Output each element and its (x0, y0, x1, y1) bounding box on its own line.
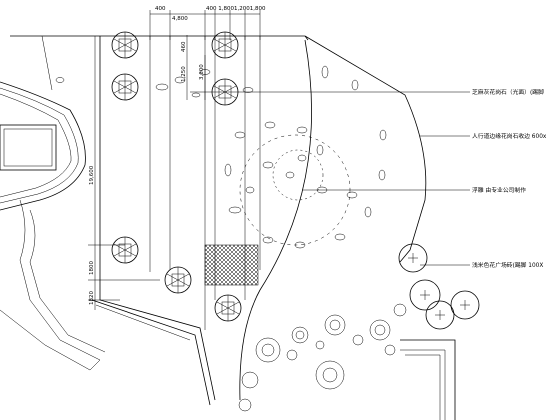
dim-side-c: 1820 (89, 291, 95, 305)
plaza-boundary (10, 35, 427, 263)
dim-top-right: 400 1,8001,2001,800 (206, 6, 266, 12)
dim-top-mid: 4,800 (172, 16, 188, 22)
stepping-stones (55, 65, 387, 249)
tree-grate-6 (164, 266, 192, 294)
tree-grate-7 (214, 294, 242, 322)
paving-strips (41, 35, 261, 330)
tree-grate-1 (111, 31, 139, 59)
arc-edge (239, 39, 312, 401)
dim-side-b: 1800 (89, 261, 95, 275)
tree-grate-3 (211, 31, 239, 59)
diagonal-edges (91, 36, 216, 406)
leader-lines (190, 91, 470, 266)
annotation-granite-edge: 芝麻灰花岗石（光面）(踢脚 (472, 88, 544, 96)
left-building (0, 81, 106, 371)
round-trees (398, 243, 480, 330)
dim-vert-a: 460 (181, 41, 187, 52)
crosshatch-planting (204, 244, 259, 286)
tree-grate-5 (111, 236, 139, 264)
dim-side-a: 19,600 (89, 165, 95, 185)
annotation-plaza-tile: 浅米色花广场砖(踢脚 100X (472, 261, 543, 269)
top-dimension-lines (149, 10, 261, 40)
annotation-sidewalk-edge: 人行道边缘花岗石收边 600x (472, 132, 547, 140)
dim-vert-c: 3,600 (199, 64, 205, 80)
dim-vert-b: 1,250 (181, 66, 187, 82)
dim-top-left: 400 (155, 6, 166, 12)
shrub-cluster (238, 303, 407, 412)
bottom-right-structure (400, 339, 456, 420)
tree-grate-2 (111, 73, 139, 101)
annotation-relief: 浮雕 由专业公司制作 (472, 186, 526, 194)
